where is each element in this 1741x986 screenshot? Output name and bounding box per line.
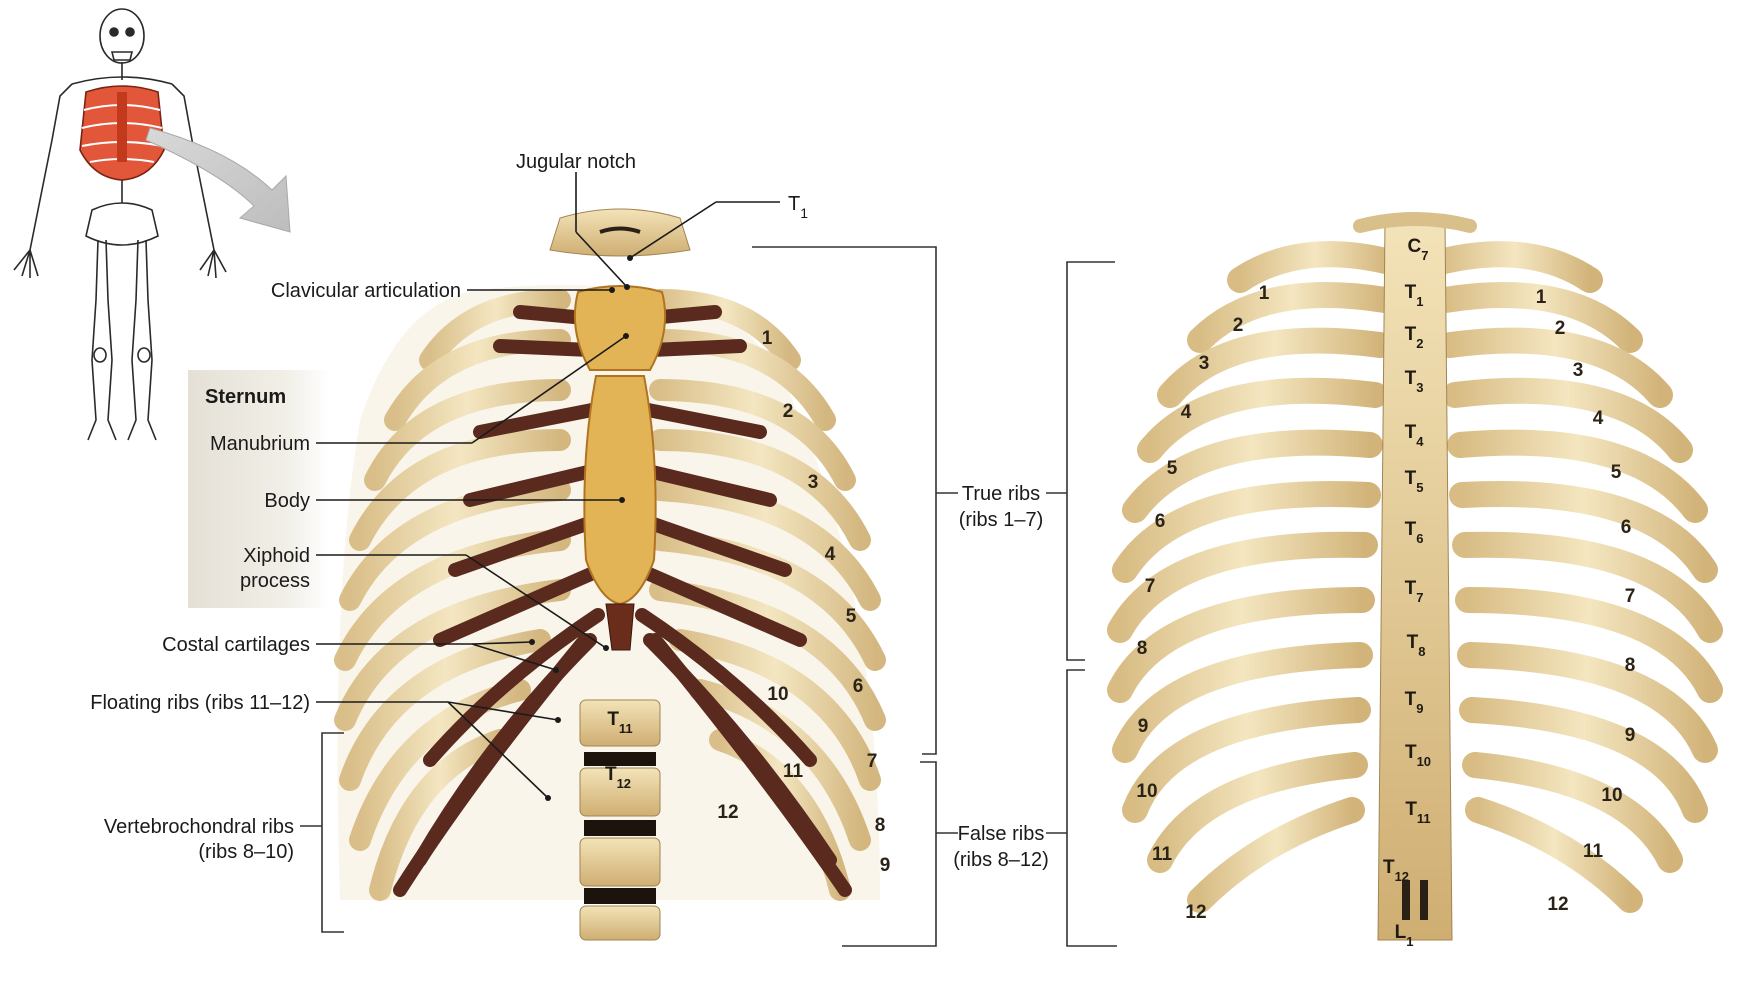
true-ribs-label-line1: True ribs	[962, 483, 1040, 505]
posterior-right-rib-number: 10	[1601, 785, 1622, 806]
floating-ribs-label: Floating ribs (ribs 11–12)	[90, 692, 310, 714]
t1-label: T1	[788, 193, 808, 221]
posterior-left-rib-number: 11	[1152, 844, 1173, 865]
vertebrochondral-label-line1: Vertebrochondral ribs	[104, 816, 294, 838]
curved-arrow-icon	[146, 128, 290, 232]
posterior-left-rib-number: 10	[1136, 781, 1157, 802]
posterior-right-rib-number: 12	[1547, 894, 1568, 915]
posterior-right-rib-number: 1	[1536, 287, 1547, 308]
true-ribs-label-line2: (ribs 1–7)	[959, 509, 1043, 531]
anterior-rib-number: 10	[767, 684, 788, 705]
anterior-rib-number: 4	[825, 544, 836, 565]
posterior-right-rib-number: 7	[1625, 586, 1636, 607]
anterior-rib-number: 7	[867, 751, 878, 772]
anterior-rib-number: 2	[783, 401, 794, 422]
false-ribs-label-line1: False ribs	[958, 823, 1045, 845]
posterior-left-rib-number: 6	[1155, 511, 1166, 532]
posterior-right-rib-number: 4	[1593, 408, 1604, 429]
posterior-left-rib-number: 9	[1138, 716, 1149, 737]
anterior-rib-cage	[338, 209, 881, 940]
clavicular-articulation-label: Clavicular articulation	[271, 280, 461, 302]
false-ribs-label-line2: (ribs 8–12)	[953, 849, 1049, 871]
posterior-left-rib-number: 2	[1233, 315, 1244, 336]
posterior-right-rib-number: 2	[1555, 318, 1566, 339]
posterior-left-rib-number: 7	[1145, 576, 1156, 597]
jugular-notch-label: Jugular notch	[516, 151, 636, 173]
sternum-title: Sternum	[205, 386, 286, 408]
posterior-right-rib-number: 6	[1621, 517, 1632, 538]
body-label: Body	[264, 490, 310, 512]
posterior-left-rib-number: 3	[1199, 353, 1210, 374]
anterior-rib-number: 8	[875, 815, 886, 836]
anterior-rib-number: 9	[880, 855, 891, 876]
anterior-rib-number: 5	[846, 606, 857, 627]
posterior-left-rib-number: 12	[1185, 902, 1206, 923]
posterior-left-rib-number: 1	[1259, 283, 1270, 304]
posterior-right-rib-number: 3	[1573, 360, 1584, 381]
anterior-rib-number: 12	[717, 802, 738, 823]
posterior-right-rib-number: 8	[1625, 655, 1636, 676]
posterior-left-rib-number: 8	[1137, 638, 1148, 659]
anterior-rib-number: 3	[808, 472, 819, 493]
posterior-right-rib-number: 11	[1583, 841, 1604, 862]
anterior-rib-number: 1	[762, 328, 773, 349]
posterior-right-rib-number: 5	[1611, 462, 1622, 483]
anterior-rib-number: 11	[783, 761, 804, 782]
manubrium	[575, 286, 665, 370]
manubrium-label: Manubrium	[210, 433, 310, 455]
anterior-rib-number: 6	[853, 676, 864, 697]
xiphoid-label-line1: Xiphoid	[243, 545, 310, 567]
posterior-right-rib-number: 9	[1625, 725, 1636, 746]
costal-cartilages-label: Costal cartilages	[162, 634, 310, 656]
vertebrochondral-label-line2: (ribs 8–10)	[198, 841, 294, 863]
posterior-left-rib-number: 5	[1167, 458, 1178, 479]
xiphoid-label-line2: process	[240, 570, 310, 592]
posterior-left-rib-number: 4	[1181, 402, 1192, 423]
sternum-body	[584, 376, 655, 604]
